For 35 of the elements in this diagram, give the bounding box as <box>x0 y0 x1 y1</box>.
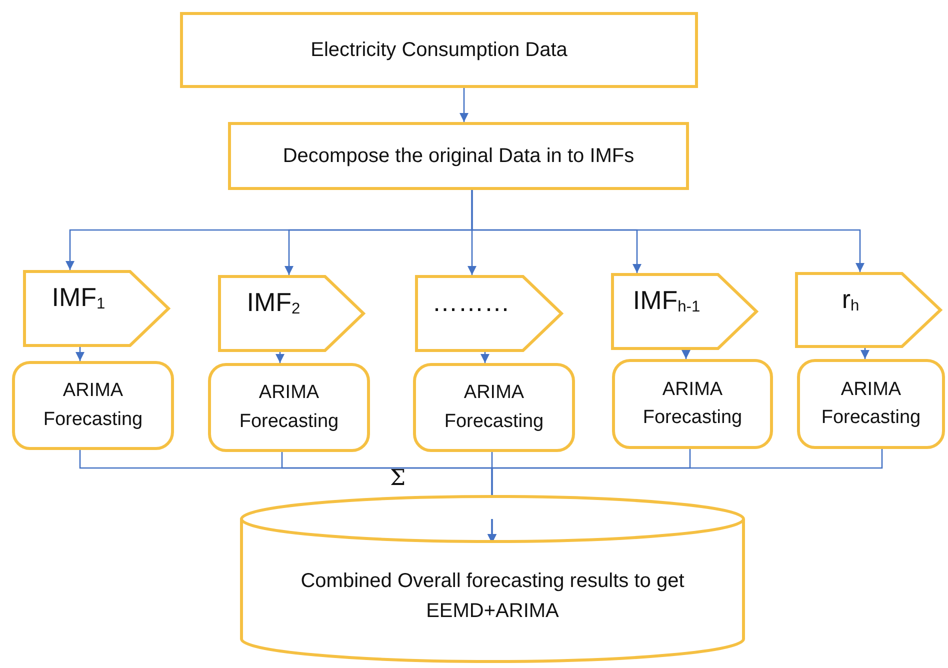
pentagon-arrow-box <box>23 270 171 347</box>
sum-symbol: Σ <box>390 466 406 491</box>
node-label: ARIMA Forecasting <box>443 381 545 434</box>
process-box <box>612 359 773 449</box>
connector-arrow <box>76 347 84 361</box>
process-box <box>797 359 945 449</box>
pentagon-arrow-box <box>795 272 943 348</box>
connector-arrow <box>480 352 490 363</box>
process-box <box>413 363 575 452</box>
connector-arrow <box>488 449 883 543</box>
connector-arrow <box>460 88 468 122</box>
node-label: ARIMA Forecasting <box>238 381 340 434</box>
node-label: ARIMA Forecasting <box>820 378 922 430</box>
node-label: ARIMA Forecasting <box>642 378 744 430</box>
connector-arrow <box>276 352 284 363</box>
node-label: Combined Overall forecasting results to get EEMD+ARIMA <box>300 569 686 624</box>
node-label: IMF$_{h-1}$ <box>632 284 700 318</box>
connector-arrow <box>860 348 870 359</box>
process-box <box>208 363 370 452</box>
pentagon-arrow-box <box>415 275 564 352</box>
cylinder <box>240 495 745 663</box>
node-label: r$_{h}$ <box>842 282 860 316</box>
process-box <box>12 361 174 450</box>
node-label: Electricity Consumption Data <box>310 38 568 63</box>
pentagon-arrow-box <box>611 273 759 350</box>
node-label: IMF$_{1}$ <box>52 281 106 314</box>
step-box <box>228 122 689 190</box>
node-label: Decompose the original Data in to IMFs <box>282 144 634 169</box>
node-label: ……… <box>432 286 510 320</box>
step-box <box>180 12 698 88</box>
node-label: IMF$_{2}$ <box>246 286 300 320</box>
node-label: ARIMA Forecasting <box>42 379 144 432</box>
connector-arrow <box>471 190 864 272</box>
pentagon-arrow-box <box>218 275 366 352</box>
connector-arrow <box>682 350 690 359</box>
